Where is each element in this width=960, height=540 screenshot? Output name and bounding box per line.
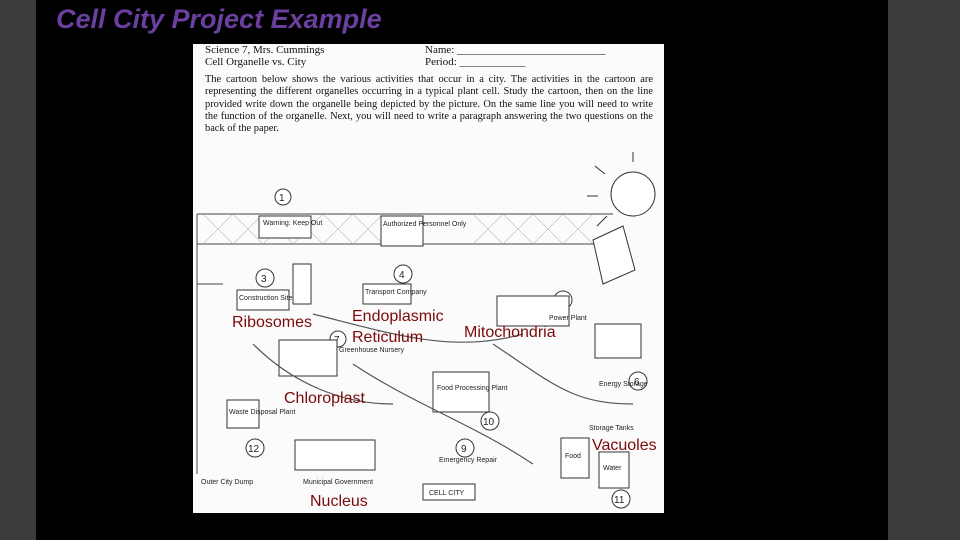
label-mitochondria: Mitochondria (464, 324, 556, 341)
marker-9: 9 (461, 444, 467, 455)
greenhouse-text: Greenhouse Nursery (339, 347, 404, 354)
marker-12: 12 (248, 444, 260, 455)
municipal-building (294, 439, 376, 471)
marker-4: 4 (399, 270, 405, 281)
power-plant-text: Power Plant (549, 315, 587, 322)
marker-10: 10 (483, 417, 495, 428)
marker-11: 11 (614, 495, 625, 506)
warning-sign-text: Warning: Keep Out (263, 220, 322, 227)
waste-disposal-text: Waste Disposal Plant (229, 409, 295, 416)
worksheet-class: Science 7, Mrs. Cummings (205, 44, 325, 56)
authorized-sign-text: Authorized Personnel Only (383, 221, 467, 228)
greenhouse (278, 339, 338, 377)
label-ribosomes: Ribosomes (232, 314, 313, 331)
energy-storage (594, 323, 642, 359)
food-processing-text: Food Processing Plant (437, 385, 507, 392)
warning-sign (258, 215, 312, 239)
food-processing-plant (432, 371, 490, 413)
marker-1: 1 (279, 193, 285, 204)
outer-dump-text: Outer City Dump (201, 479, 253, 486)
water-tank-text: Water (603, 465, 622, 472)
roads (252, 313, 634, 465)
label-er-line1: Endoplasmic (352, 308, 444, 325)
energy-storage-text: Energy Storage (599, 381, 648, 388)
construction-sign-text: Construction Site (239, 295, 292, 302)
authorized-sign (380, 215, 424, 247)
construction-building (292, 263, 312, 305)
cell-city-cartoon: 1 3 4 5 6 7 9 10 11 12 (196, 152, 656, 509)
worksheet-image: Science 7, Mrs. Cummings Cell Organelle … (193, 44, 664, 513)
worksheet-header-right: Name: ___________________________ Period… (425, 44, 606, 68)
solar-panel (592, 225, 636, 285)
label-nucleus: Nucleus (310, 493, 368, 510)
worksheet-period-line: Period: ____________ (425, 56, 526, 68)
food-tank-text: Food (565, 453, 581, 460)
power-plant (496, 295, 570, 327)
number-markers (245, 188, 648, 509)
municipal-text: Municipal Government (303, 479, 373, 486)
cell-city-sign (422, 483, 476, 501)
worksheet-subject: Cell Organelle vs. City (205, 56, 307, 68)
construction-sign (236, 289, 290, 311)
worksheet-instructions: The cartoon below shows the various acti… (205, 74, 653, 135)
marker-3: 3 (261, 274, 267, 285)
worksheet-name-line: Name: ___________________________ (425, 44, 606, 56)
cell-city-text: CELL CITY (429, 490, 464, 497)
water-tank (598, 451, 630, 489)
waste-disposal-plant (226, 399, 260, 429)
transport-sign (362, 283, 412, 305)
storage-tanks-text: Storage Tanks (589, 425, 634, 432)
label-vacuoles: Vacuoles (592, 437, 657, 454)
transport-sign-text: Transport Company (365, 289, 427, 296)
label-chloroplast: Chloroplast (284, 390, 365, 407)
marker-6: 6 (634, 377, 640, 388)
slide-title: Cell City Project Example (56, 4, 382, 34)
emergency-repair-text: Emergency Repair (439, 457, 498, 464)
label-er-line2: Reticulum (352, 329, 424, 346)
food-tank (560, 437, 590, 479)
worksheet-header-left: Science 7, Mrs. Cummings Cell Organelle … (205, 44, 324, 68)
sun (587, 152, 656, 227)
